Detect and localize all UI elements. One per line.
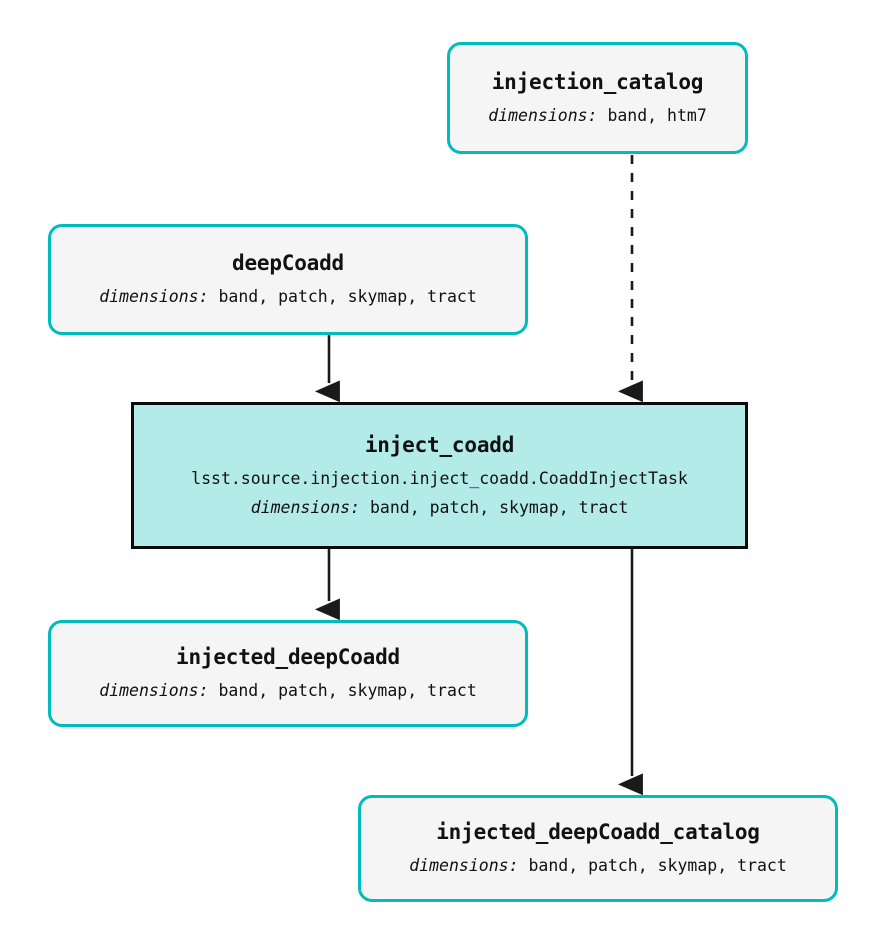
node-injected-deepcoadd[interactable]: injected_deepCoadd dimensions: band, pat… (48, 620, 528, 727)
node-injection-catalog[interactable]: injection_catalog dimensions: band, htm7 (447, 42, 748, 154)
node-deepcoadd[interactable]: deepCoadd dimensions: band, patch, skyma… (48, 224, 528, 335)
dimensions-values: band, patch, skymap, tract (218, 287, 477, 307)
node-title: deepCoadd (232, 251, 344, 276)
node-dimensions: dimensions: band, patch, skymap, tract (99, 286, 477, 308)
node-title: injected_deepCoadd_catalog (436, 820, 760, 845)
dimensions-values: band, patch, skymap, tract (528, 856, 787, 876)
node-injected-deepcoadd-catalog[interactable]: injected_deepCoadd_catalog dimensions: b… (358, 795, 838, 902)
dimensions-label: dimensions: (99, 287, 209, 307)
node-class-path: lsst.source.injection.inject_coadd.Coadd… (191, 469, 688, 489)
dimensions-label: dimensions: (409, 856, 519, 876)
node-title: injected_deepCoadd (176, 645, 400, 670)
node-title: inject_coadd (364, 433, 515, 458)
node-title: injection_catalog (491, 69, 704, 94)
dimensions-label: dimensions: (99, 681, 209, 701)
dimensions-values: band, patch, skymap, tract (218, 681, 477, 701)
node-dimensions: dimensions: band, patch, skymap, tract (409, 855, 787, 877)
dimensions-values: band, patch, skymap, tract (369, 497, 629, 517)
dimensions-values: band, htm7 (607, 105, 707, 125)
node-dimensions: dimensions: band, patch, skymap, tract (251, 497, 629, 519)
node-inject-coadd[interactable]: inject_coadd lsst.source.injection.injec… (131, 402, 748, 549)
dimensions-label: dimensions: (250, 497, 361, 517)
node-dimensions: dimensions: band, htm7 (488, 105, 707, 127)
dimensions-label: dimensions: (488, 105, 598, 125)
node-dimensions: dimensions: band, patch, skymap, tract (99, 680, 477, 702)
